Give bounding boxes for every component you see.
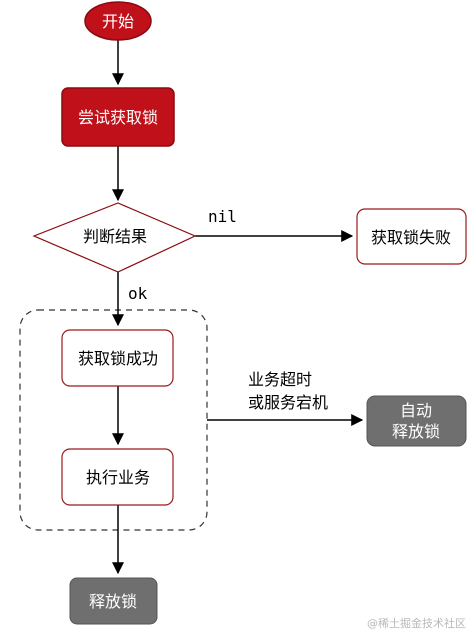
try-lock-node-label: 尝试获取锁 [78,108,158,127]
release-lock-node [69,577,158,625]
dashed-group-container [19,309,208,531]
edge-label-nil: nil [208,207,237,226]
judge-decision-label: 判断结果 [83,227,147,246]
do-business-node [61,448,174,506]
auto-release-node [366,395,467,447]
release-lock-node-label: 释放锁 [89,592,137,611]
edge-label-timeout-line2: 或服务宕机 [248,393,328,412]
lock-success-node-label: 获取锁成功 [78,349,158,368]
start-node-label: 开始 [102,12,134,31]
edge-label-ok: ok [128,284,148,303]
start-node [84,1,152,41]
judge-decision-node [32,202,197,273]
do-business-node-label: 执行业务 [86,468,150,487]
try-lock-node [61,87,175,147]
lock-success-node [61,329,174,387]
watermark-text: @稀土掘金技术社区 [367,616,466,630]
edge-label-timeout-line1: 业务超时 [248,370,312,389]
auto-release-node-label-line1: 自动 [400,401,432,420]
lock-fail-node-label: 获取锁失败 [371,228,451,247]
auto-release-node-label-line2: 释放锁 [392,422,440,441]
lock-fail-node [356,208,467,265]
